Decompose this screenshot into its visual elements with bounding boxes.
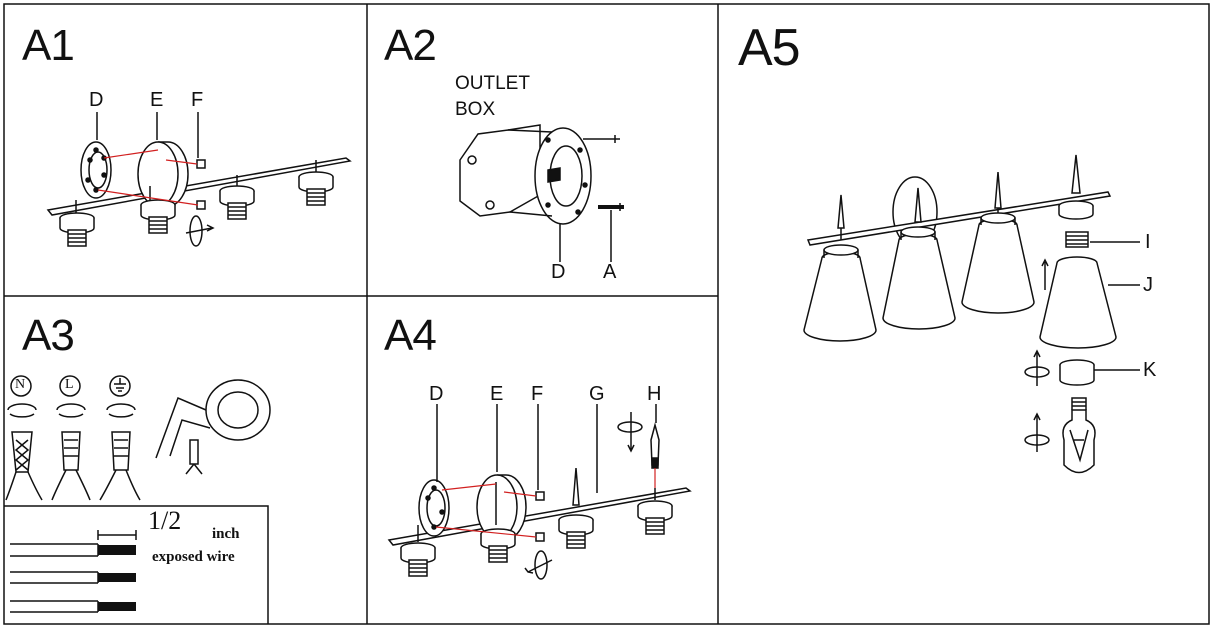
panel-title-a2: A2 [384,21,437,70]
a4-diagram [387,404,692,580]
a4-label-h: H [647,383,662,405]
line-symbol: L [65,377,74,392]
a4-label-d: D [429,383,444,405]
a4-label-g: G [589,383,605,405]
panel-title-a1: A1 [22,21,75,70]
a2-label-a: A [603,261,617,283]
panel-borders [3,3,1210,625]
a1-diagram [46,112,352,247]
strip-length-unit: inch [212,526,240,542]
a2-diagram [459,124,624,262]
a5-diagram [803,154,1140,474]
a1-label-f: F [191,89,204,111]
neutral-symbol: N [15,377,26,392]
a5-label-j: J [1143,274,1153,296]
panel-title-a5: A5 [738,19,801,77]
panel-title-a4: A4 [384,311,437,360]
a4-label-e: E [490,383,504,405]
a4-label-f: F [531,383,544,405]
outlet-box-label-line1: OUTLET [455,73,530,94]
panel-title-a3: A3 [22,311,75,360]
a3-diagram [4,375,271,624]
outlet-box-label-line2: BOX [455,99,496,120]
strip-length-fraction: 1/2 [148,506,182,535]
a1-label-d: D [89,89,104,111]
a1-label-e: E [150,89,164,111]
exposed-wire-note: exposed wire [152,549,235,565]
a2-label-d: D [551,261,566,283]
a5-label-i: I [1145,231,1151,253]
a5-label-k: K [1143,359,1157,381]
a1-red-guides [97,149,199,206]
a4-red-guides [435,468,656,538]
